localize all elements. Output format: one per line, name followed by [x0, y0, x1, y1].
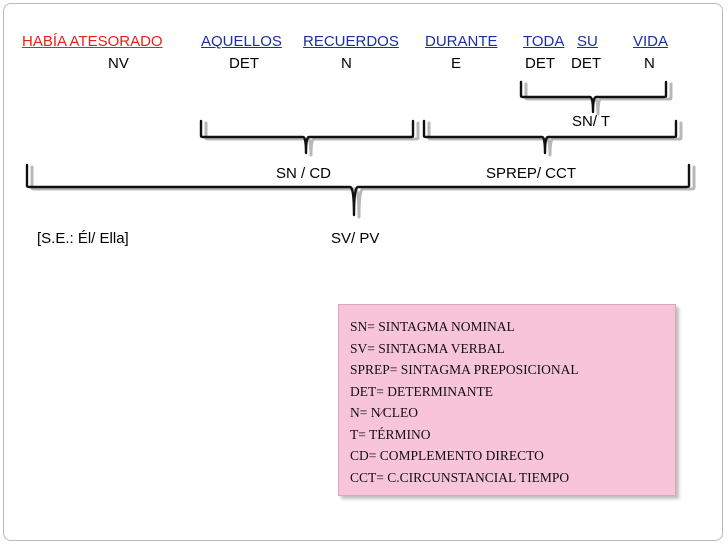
label-subject: [S.E.: Él/ Ella] — [37, 230, 129, 247]
tag-n-recuerdos: N — [341, 55, 352, 72]
tag-det-su: DET — [571, 55, 601, 72]
legend-box: SN= SINTAGMA NOMINAL SV= SINTAGMA VERBAL… — [338, 304, 676, 496]
tag-nv: NV — [108, 55, 129, 72]
word-su: SU — [577, 33, 598, 50]
tag-det-toda: DET — [525, 55, 555, 72]
tag-n-vida: N — [644, 55, 655, 72]
bracket-sv-shadow — [30, 165, 696, 219]
tag-e-durante: E — [451, 55, 462, 72]
bracket-sn-cd-shadow — [204, 121, 420, 157]
legend-item: CCT= C.CIRCUNSTANCIAL TIEMPO — [350, 469, 570, 485]
word-toda: TODA — [523, 33, 565, 50]
bracket-sn-t — [519, 80, 668, 114]
tag-det-aquellos: DET — [229, 55, 259, 72]
bracket-sv — [25, 163, 691, 217]
legend-item: SV= SINTAGMA VERBAL — [350, 340, 505, 356]
bracket-sn-cd — [199, 119, 415, 155]
legend-item: DET= DETERMINANTE — [350, 383, 493, 399]
word-recuerdos: RECUERDOS — [303, 33, 399, 50]
word-durante: DURANTE — [425, 33, 498, 50]
label-sn-t: SN/ T — [572, 113, 611, 130]
legend-item: SN= SINTAGMA NOMINAL — [350, 319, 515, 334]
slide-frame — [3, 3, 723, 541]
legend-item: N= N⁄CLEO — [350, 405, 418, 420]
word-habia-atesorado: HABÍA ATESORADO — [22, 33, 163, 50]
bracket-sn-t-shadow — [524, 82, 673, 116]
word-vida: VIDA — [633, 33, 669, 50]
legend-item: T= TÉRMINO — [350, 426, 431, 442]
label-sprep-cct: SPREP/ CCT — [486, 165, 577, 182]
bracket-sprep — [422, 119, 678, 155]
label-sv-pv: SV/ PV — [331, 230, 380, 247]
legend-item: CD= COMPLEMENTO DIRECTO — [350, 448, 544, 463]
bracket-sprep-shadow — [427, 121, 683, 157]
legend-item: SPREP= SINTAGMA PREPOSICIONAL — [350, 362, 579, 377]
word-aquellos: AQUELLOS — [201, 33, 282, 50]
label-sn-cd: SN / CD — [276, 165, 332, 182]
